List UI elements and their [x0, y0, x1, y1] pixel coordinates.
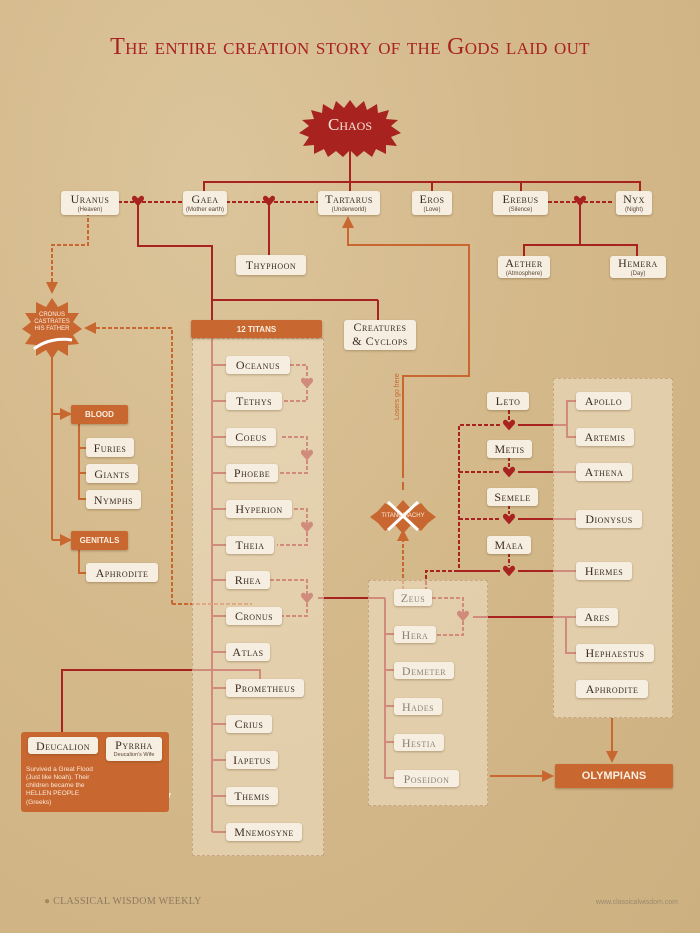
blood-box: BLOOD: [71, 405, 128, 424]
node-creatures-cyclops: Creatures& Cyclops: [344, 320, 416, 350]
node-tartarus: Tartarus(Underworld): [318, 191, 380, 215]
node-eros: Eros(Love): [412, 191, 452, 215]
titan-iapetus: Iapetus: [226, 751, 278, 769]
child-hera: Hera: [394, 626, 436, 643]
titan-oceanus: Oceanus: [226, 356, 290, 374]
titan-coeus: Coeus: [226, 428, 276, 446]
genitals-box: GENITALS: [71, 531, 128, 550]
titanomachy-label: TITANOMACHY: [381, 513, 425, 519]
chaos-node: Chaos: [300, 104, 400, 146]
node-thyphoon: Thyphoon: [236, 255, 306, 275]
page-title: The entire creation story of the Gods la…: [110, 34, 590, 60]
node-metis: Metis: [487, 440, 532, 458]
child-poseidon: Poseidon: [394, 770, 459, 787]
child-hermes: Hermes: [576, 562, 632, 580]
child-hades: Hades: [394, 698, 442, 715]
child-aphrodite: Aphrodite: [576, 680, 648, 698]
owl-icon: ●: [44, 896, 51, 907]
titan-mnemosyne: Mnemosyne: [226, 823, 302, 841]
titans-panel: [192, 338, 324, 856]
titan-tethys: Tethys: [226, 392, 282, 410]
titan-crius: Crius: [226, 715, 272, 733]
node-hemera: Hemera(Day): [610, 256, 666, 278]
child-demeter: Demeter: [394, 662, 454, 679]
chaos-label: Chaos: [327, 115, 372, 134]
titan-prometheus: Prometheus: [226, 679, 304, 697]
footer-brand: ● CLASSICAL WISDOM WEEKLY: [44, 896, 202, 907]
titan-hyperion: Hyperion: [226, 500, 292, 518]
titan-cronus: Cronus: [226, 607, 282, 625]
flood-description: Survived a Great Flood (Just like Noah).…: [26, 766, 93, 806]
node-erebus: Erebus(Silence): [493, 191, 548, 215]
node-deucalion: Deucalion: [28, 737, 98, 754]
child-hephaestus: Hephaestus: [576, 644, 654, 662]
child-zeus: Zeus: [394, 589, 432, 606]
node-semele: Semele: [487, 488, 538, 506]
child-athena: Athena: [576, 463, 632, 481]
olympians-box: OLYMPIANS: [555, 764, 673, 788]
node-nymphs: Nymphs: [86, 490, 141, 509]
node-aphrodite-genitals: Aphrodite: [86, 563, 158, 582]
losers-go-here-label: Losers go here: [394, 373, 401, 420]
cronus-children-panel: [368, 580, 488, 806]
titan-theia: Theia: [226, 536, 274, 554]
titan-phoebe: Phoebe: [226, 464, 278, 482]
titan-themis: Themis: [226, 787, 278, 805]
child-artemis: Artemis: [576, 428, 634, 446]
footer-url[interactable]: www.classicalwisdom.com: [595, 899, 678, 906]
node-giants: Giants: [86, 464, 138, 483]
node-nyx: Nyx(Night): [616, 191, 652, 215]
node-maea: Maea: [487, 536, 531, 554]
node-uranus: Uranus(Heaven): [61, 191, 119, 215]
node-furies: Furies: [86, 438, 134, 457]
child-apollo: Apollo: [576, 392, 631, 410]
titans-header: 12 TITANS: [191, 320, 322, 338]
node-aether: Aether(Atmosphere): [498, 256, 550, 278]
titan-atlas: Atlas: [226, 643, 270, 661]
child-dionysus: Dionysus: [576, 510, 642, 528]
child-ares: Ares: [576, 608, 618, 626]
titan-rhea: Rhea: [226, 571, 270, 589]
node-gaea: Gaea(Mother earth): [183, 191, 227, 215]
node-leto: Leto: [487, 392, 529, 410]
child-hestia: Hestia: [394, 734, 444, 751]
